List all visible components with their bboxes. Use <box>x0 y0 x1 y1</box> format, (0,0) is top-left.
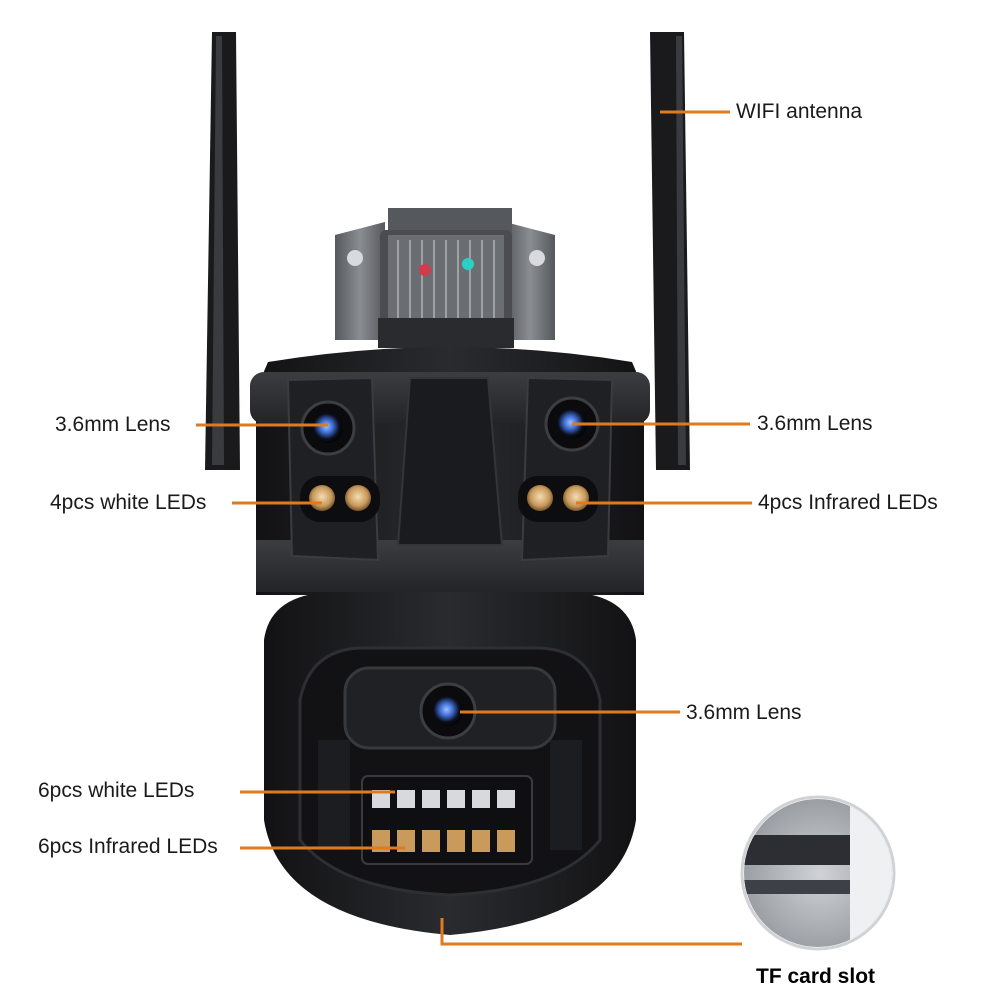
top-left-led-panel <box>300 476 380 522</box>
antenna-left <box>205 32 240 470</box>
label-white-leds-top: 4pcs white LEDs <box>50 491 207 514</box>
lower-dome <box>264 592 636 935</box>
top-left-lens <box>300 400 356 456</box>
label-white-leds-bottom: 6pcs white LEDs <box>38 779 195 802</box>
bottom-lens <box>419 682 477 740</box>
label-lens-top-right: 3.6mm Lens <box>757 412 873 435</box>
bottom-led-array <box>361 775 533 865</box>
label-lens-top-left: 3.6mm Lens <box>55 413 171 436</box>
tf-card-slot-inset <box>740 795 896 951</box>
rotating-neck <box>378 230 514 348</box>
label-infrared-leds-top: 4pcs Infrared LEDs <box>758 491 938 514</box>
leader-lines <box>196 110 752 946</box>
antenna-right <box>650 32 690 470</box>
upper-housing <box>250 347 650 595</box>
label-infrared-leds-bottom: 6pcs Infrared LEDs <box>38 835 218 858</box>
label-wifi-antenna: WIFI antenna <box>736 100 863 123</box>
top-right-led-panel <box>518 476 598 522</box>
label-tf-card-slot: TF card slot <box>756 965 876 988</box>
label-lens-bottom: 3.6mm Lens <box>686 701 802 724</box>
leader-tf-card-slot <box>440 918 742 946</box>
